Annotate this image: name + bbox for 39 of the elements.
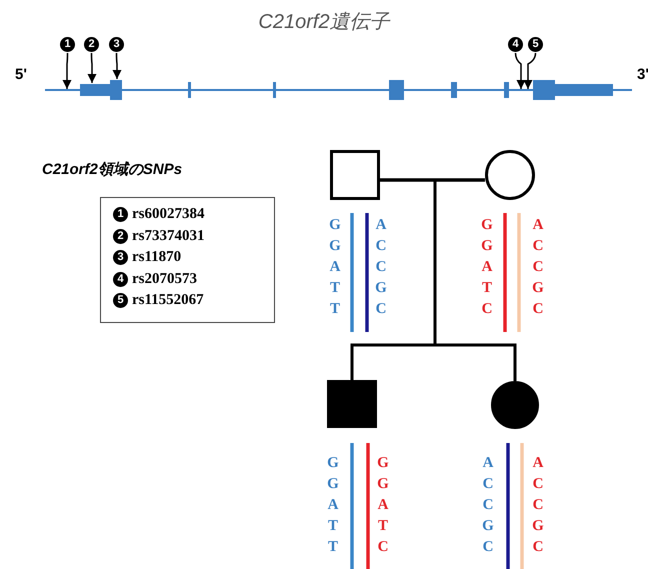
pedigree-line [380,178,485,182]
gene-structure-drawing [45,80,632,100]
arrow [514,52,526,89]
snp-id: rs60027384 [132,206,204,222]
callout-number: 1 [113,207,128,222]
strand-end-label: 3' [637,66,648,83]
callout-number: 3 [113,250,128,265]
allele-sequence: G G A T T [328,216,342,319]
section-heading: C21orf2領域のSNPs [42,160,182,179]
callout-number: 2 [113,228,128,244]
callout-number: 5 [528,37,543,52]
allele-sequence: A C C G C [531,454,545,557]
arrow [88,53,96,83]
arrow [524,52,536,89]
snp-id: rs11870 [132,249,182,265]
callout-number: 2 [84,37,99,52]
allele-sequence: A C C G C [481,454,495,557]
callout-number: 4 [113,272,128,286]
legend-box [100,197,275,323]
arrow [62,53,72,89]
arrow [112,53,122,79]
title: C21orf2遺伝子 [257,10,392,35]
snp-id: rs11552067 [132,292,204,308]
allele-sequence: G G A T C [480,216,494,319]
callout-number: 4 [508,37,523,52]
strand-end-label: 5' [15,66,27,83]
affected-female-symbol [491,381,539,429]
callout-number: 3 [109,37,124,52]
allele-sequence: G G A T C [376,454,390,557]
allele-sequence: A C C G C [531,216,545,319]
snp-id: rs73374031 [132,228,204,244]
allele-sequence: A C C G C [374,216,388,319]
snp-id: rs2070573 [132,270,197,286]
female-symbol [485,150,535,200]
affected-male-symbol [327,380,377,428]
callout-number: 1 [60,37,75,52]
callout-number: 5 [113,293,128,308]
allele-sequence: G G A T T [326,454,340,557]
male-symbol [330,150,380,200]
